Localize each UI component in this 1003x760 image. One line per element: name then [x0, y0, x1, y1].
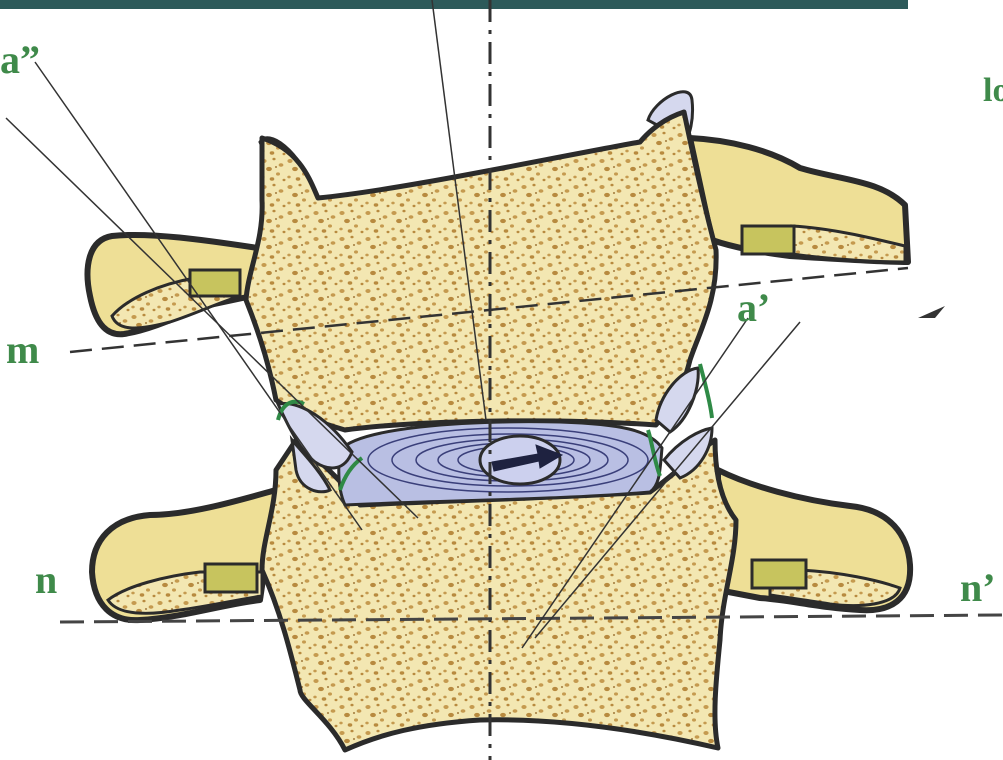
- label-n: n: [35, 560, 57, 600]
- label-m: m: [6, 330, 39, 370]
- small-arrow-icon: [918, 306, 945, 318]
- cropped-label: lo: [983, 74, 1003, 108]
- label-n-prime: n’: [960, 568, 996, 608]
- upper-vertebra: [88, 92, 908, 430]
- intervertebral-disc: [339, 422, 662, 505]
- label-a-prime: a’: [737, 288, 770, 328]
- label-a-double-prime: a”: [0, 40, 40, 80]
